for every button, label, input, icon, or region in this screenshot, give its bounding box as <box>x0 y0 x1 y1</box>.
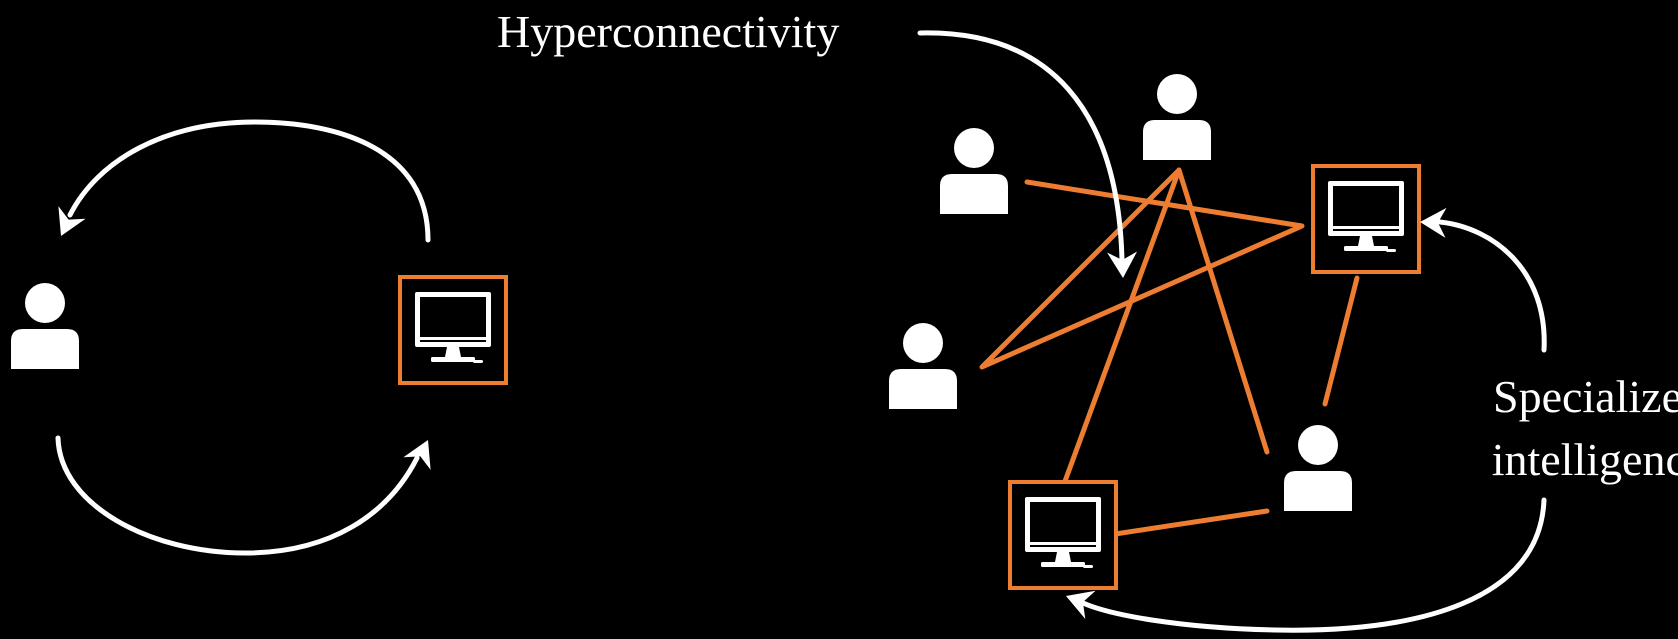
cycle-arrow-top <box>67 119 431 243</box>
person-icon <box>11 283 79 369</box>
network-link <box>1112 508 1270 537</box>
specialized-arrow-upper <box>1437 219 1547 353</box>
network-cluster: Hyperconnectivity Specialized intelligen… <box>497 6 1678 633</box>
specialized-label-line2: intelligence <box>1492 434 1678 485</box>
computer-icon <box>398 275 508 385</box>
computer-icon <box>1008 480 1118 590</box>
network-link <box>1322 275 1360 407</box>
arrowhead-icon <box>47 206 86 243</box>
hyperconnectivity-arrow <box>917 30 1125 263</box>
arrowhead-icon <box>403 433 442 470</box>
person-icon <box>940 128 1008 214</box>
network-link <box>1061 167 1182 487</box>
network-link <box>979 167 1305 455</box>
person-icon <box>889 323 957 409</box>
person-icon <box>1143 74 1211 160</box>
person-icon <box>1284 425 1352 511</box>
specialized-arrow-lower <box>1080 497 1547 633</box>
hyperconnectivity-label: Hyperconnectivity <box>497 6 839 57</box>
specialized-label-line1: Specialized <box>1493 371 1678 422</box>
left-cycle <box>11 119 508 556</box>
computer-icon <box>1311 164 1421 274</box>
cycle-arrow-bottom <box>55 435 420 556</box>
network-links <box>979 167 1360 537</box>
